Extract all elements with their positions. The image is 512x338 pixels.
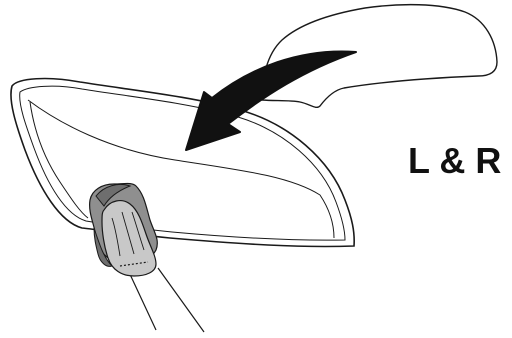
mirror-shell-icon xyxy=(10,77,355,248)
side-label: L & R xyxy=(408,140,502,181)
curved-arrow-icon xyxy=(185,50,357,151)
mirror-cap-icon xyxy=(261,3,498,109)
hand-with-cloth-icon xyxy=(89,182,205,333)
